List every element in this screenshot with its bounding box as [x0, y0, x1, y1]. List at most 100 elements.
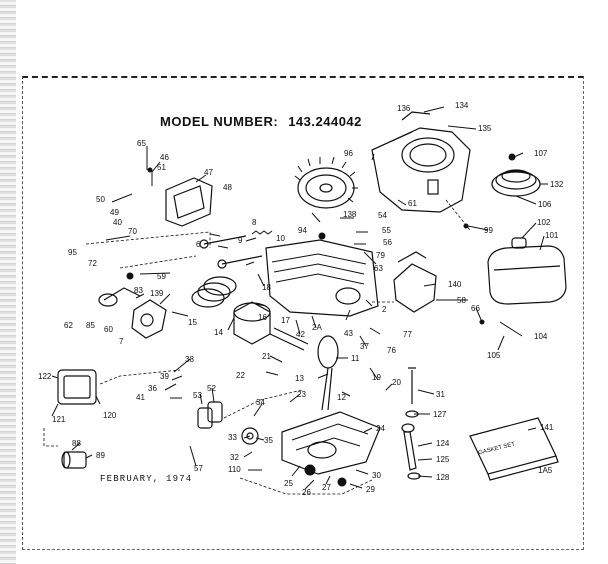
callout-label: 52 [207, 384, 216, 393]
callout-label: 95 [68, 248, 77, 257]
callout-label: 132 [550, 180, 564, 189]
callout-label: 55 [382, 226, 391, 235]
callout-label: 14 [214, 328, 223, 337]
callout-label: 83 [134, 286, 143, 295]
callout-label: 96 [344, 149, 353, 158]
starter-pulley-part [491, 153, 541, 197]
carburetor-part [98, 287, 167, 339]
callout-label: 63 [374, 264, 383, 273]
callout-label: 29 [366, 485, 375, 494]
callout-label: 19 [372, 373, 381, 382]
callout-label: 105 [487, 351, 501, 360]
callout-label: 18 [262, 283, 271, 292]
callout-label: 47 [204, 168, 213, 177]
callout-label: 9 [238, 236, 243, 245]
callout-label: 121 [52, 415, 66, 424]
callout-label: 57 [194, 464, 203, 473]
callout-label: 66 [471, 304, 480, 313]
callout-label: 37 [360, 342, 369, 351]
callout-label: 40 [113, 218, 122, 227]
callout-label: 48 [223, 183, 232, 192]
gasket-set-box [469, 417, 559, 481]
callout-label: 120 [103, 411, 117, 420]
callout-label: 60 [104, 325, 113, 334]
sump-base-part [281, 411, 381, 475]
callout-label: 2 [382, 305, 387, 314]
cam-gear-part [241, 427, 259, 445]
callout-label: 21 [262, 352, 271, 361]
callout-label: 122 [38, 372, 52, 381]
date-label: FEBRUARY, 1974 [100, 474, 193, 484]
callout-label: 39 [160, 372, 169, 381]
bolt-dot [318, 232, 326, 240]
callout-label: 134 [455, 101, 469, 110]
bolt-dot [304, 464, 316, 476]
scan-edge-shading [0, 0, 16, 564]
callout-label: 53 [193, 391, 202, 400]
callout-label: 46 [160, 153, 169, 162]
model-number: 143.244042 [288, 114, 362, 129]
dashed-group-lines [43, 199, 471, 495]
leader-lines [51, 106, 548, 490]
callout-label: 54 [378, 211, 387, 220]
callout-label: 76 [387, 346, 396, 355]
callout-label: 22 [236, 371, 245, 380]
callout-label: 7 [119, 337, 124, 346]
diagram-frame [22, 76, 584, 550]
callout-label: 26 [302, 488, 311, 497]
callout-label: 127 [433, 410, 447, 419]
callout-label: 24 [376, 424, 385, 433]
callout-label: 94 [298, 226, 307, 235]
callout-label: 43 [344, 329, 353, 338]
callout-label: 17 [281, 316, 290, 325]
callout-label: 125 [436, 455, 450, 464]
model-title: MODEL NUMBER: [160, 114, 279, 129]
callout-label: 138 [343, 210, 357, 219]
callout-label: 49 [110, 208, 119, 217]
valve-parts [199, 230, 273, 269]
callout-label: 1A5 [538, 466, 553, 475]
callout-label: 88 [72, 439, 81, 448]
callout-label: 16 [258, 313, 267, 322]
callout-label: 85 [86, 321, 95, 330]
primer-part [61, 451, 87, 469]
callout-label: 35 [264, 436, 273, 445]
callout-label: 2A [312, 323, 322, 332]
callout-label: 10 [276, 234, 285, 243]
callout-label: 27 [322, 483, 331, 492]
bolt-dot [147, 167, 153, 173]
callout-label: 38 [185, 355, 194, 364]
callout-label: 61 [408, 199, 417, 208]
seal-plates [197, 401, 223, 429]
callout-label: 99 [484, 226, 493, 235]
callout-label: 11 [351, 354, 360, 363]
callout-label: 135 [478, 124, 492, 133]
callout-label: 33 [228, 433, 237, 442]
callout-label: 41 [136, 393, 145, 402]
callout-label: 77 [403, 330, 412, 339]
air-cleaner-part [57, 369, 97, 405]
dipstick-part [408, 367, 416, 404]
callout-label: 70 [128, 227, 137, 236]
callout-label: 79 [376, 251, 385, 260]
callout-label: 101 [545, 231, 559, 240]
callout-label: 58 [457, 296, 466, 305]
callout-label: 136 [397, 104, 411, 113]
callout-label: 34 [256, 398, 265, 407]
flywheel-part [294, 156, 358, 209]
callout-label: 8 [252, 218, 257, 227]
callout-label: 23 [297, 390, 306, 399]
bolt-dot [126, 272, 134, 280]
callout-label: 6 [196, 240, 201, 249]
callout-label: 106 [538, 200, 552, 209]
callout-label: 128 [436, 473, 450, 482]
callout-label: 107 [534, 149, 548, 158]
bolt-dot [337, 477, 347, 487]
callout-label: 102 [537, 218, 551, 227]
callout-label: 110 [228, 465, 241, 474]
callout-label: 89 [96, 451, 105, 460]
callout-label: 30 [372, 471, 381, 480]
governor-part [393, 251, 437, 313]
callout-label: 139 [150, 289, 164, 298]
